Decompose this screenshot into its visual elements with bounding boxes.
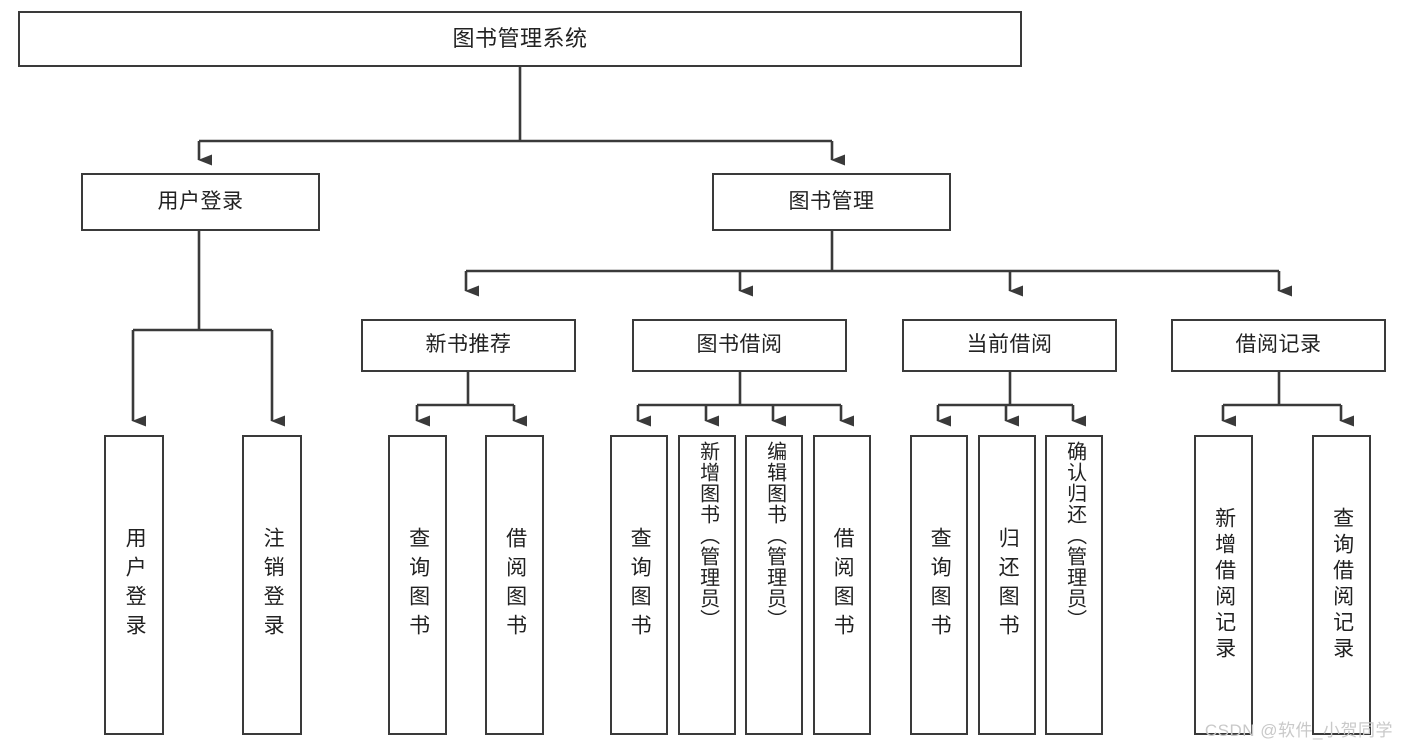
node-label: 查询借阅记录 <box>1330 507 1354 663</box>
node-book-borrowing[interactable]: 图书借阅 <box>632 319 847 372</box>
node-current-borrowing[interactable]: 当前借阅 <box>902 319 1117 372</box>
node-borrowing-record[interactable]: 借阅记录 <box>1171 319 1386 372</box>
node-label: 编辑图书（管理员） <box>763 441 786 630</box>
node-label: 当前借阅 <box>966 333 1053 357</box>
leaf-user-login[interactable]: 用户登录 <box>104 435 164 735</box>
leaf-logout[interactable]: 注销登录 <box>242 435 302 735</box>
node-label: 借阅图书 <box>831 527 855 643</box>
node-new-book-recommendation[interactable]: 新书推荐 <box>361 319 576 372</box>
leaf-query-book-current[interactable]: 查询图书 <box>910 435 968 735</box>
node-label: 归还图书 <box>996 527 1020 643</box>
node-label: 新增图书（管理员） <box>696 441 719 630</box>
leaf-add-borrowing-record[interactable]: 新增借阅记录 <box>1194 435 1253 735</box>
node-user-login[interactable]: 用户登录 <box>81 173 320 231</box>
node-label: 新书推荐 <box>425 333 512 357</box>
node-label: 确认归还（管理员） <box>1063 441 1086 630</box>
leaf-confirm-return-admin[interactable]: 确认归还（管理员） <box>1045 435 1103 735</box>
node-label: 借阅图书 <box>503 527 527 643</box>
node-label: 用户登录 <box>157 189 244 213</box>
node-root-book-management-system[interactable]: 图书管理系统 <box>18 11 1022 67</box>
leaf-borrow-book-new-book[interactable]: 借阅图书 <box>485 435 544 735</box>
leaf-return-book[interactable]: 归还图书 <box>978 435 1036 735</box>
node-label: 图书管理系统 <box>452 26 588 52</box>
leaf-query-book-new-book[interactable]: 查询图书 <box>388 435 447 735</box>
leaf-query-book-borrowing[interactable]: 查询图书 <box>610 435 668 735</box>
node-label: 注销登录 <box>261 527 285 643</box>
node-label: 用户登录 <box>123 527 147 643</box>
node-label: 图书借阅 <box>696 333 783 357</box>
leaf-query-borrowing-record[interactable]: 查询借阅记录 <box>1312 435 1371 735</box>
node-book-management[interactable]: 图书管理 <box>712 173 951 231</box>
leaf-edit-book-admin[interactable]: 编辑图书（管理员） <box>745 435 803 735</box>
node-label: 查询图书 <box>628 527 652 643</box>
node-label: 新增借阅记录 <box>1212 507 1236 663</box>
node-label: 图书管理 <box>788 189 875 213</box>
leaf-add-book-admin[interactable]: 新增图书（管理员） <box>678 435 736 735</box>
leaf-borrow-book-borrowing[interactable]: 借阅图书 <box>813 435 871 735</box>
node-label: 查询图书 <box>928 527 952 643</box>
node-label: 查询图书 <box>406 527 430 643</box>
watermark: CSDN @软件_小贺同学 <box>1204 721 1393 740</box>
node-label: 借阅记录 <box>1235 333 1322 357</box>
